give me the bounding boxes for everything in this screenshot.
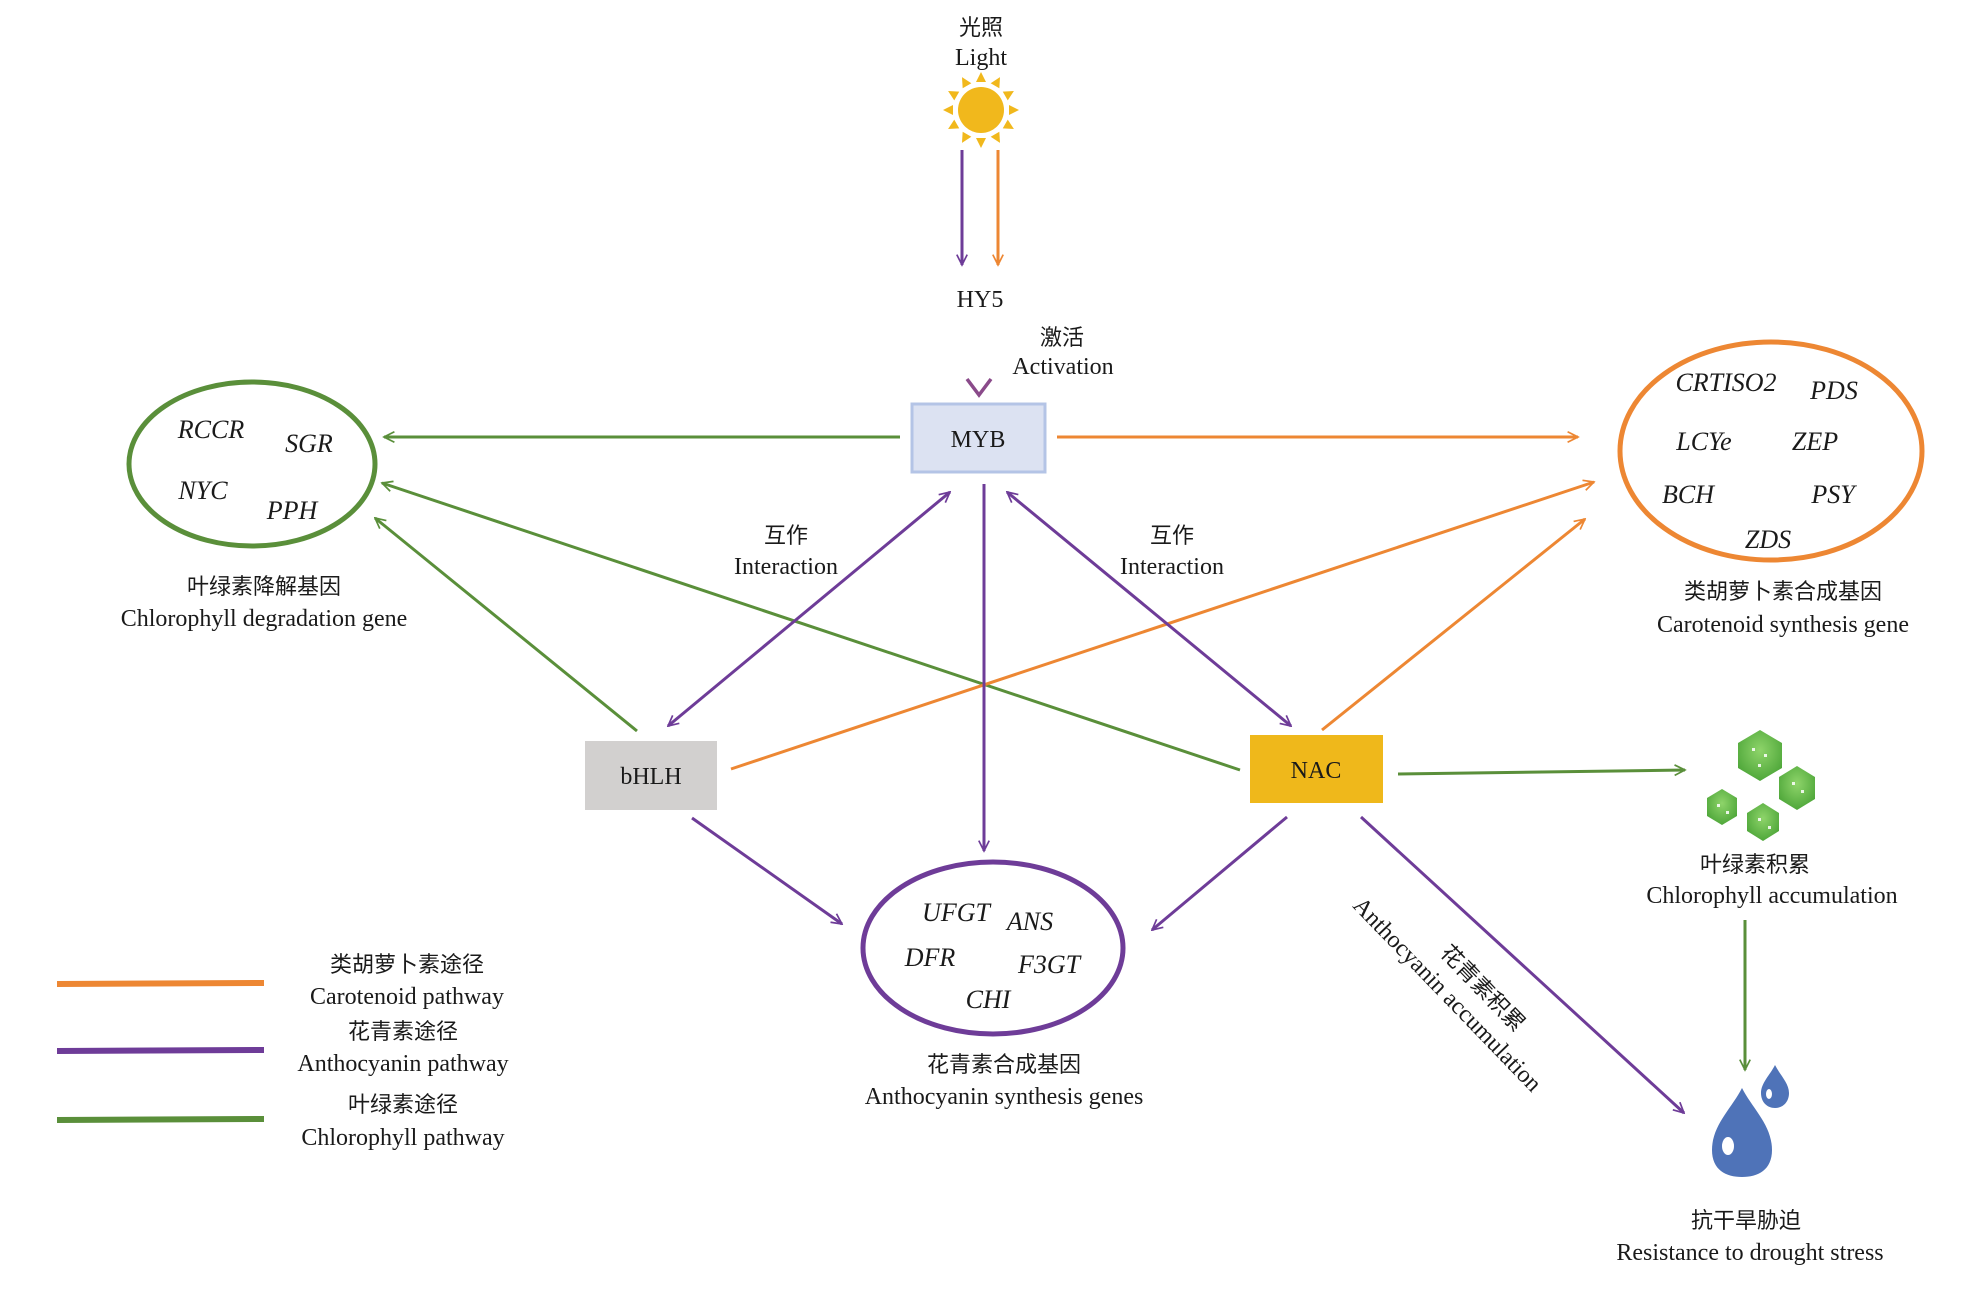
gene-lcye: LCYe: [1675, 427, 1731, 456]
sun-ray: [976, 138, 986, 148]
interaction-left-cn: 互作: [764, 524, 808, 549]
gene-ans: ANS: [1005, 907, 1053, 936]
legend-carotenoid-en: Carotenoid pathway: [310, 984, 504, 1010]
interaction-left-en: Interaction: [734, 554, 838, 580]
sun-ray: [962, 131, 972, 143]
sun-ray: [948, 119, 960, 129]
sun-ray: [1002, 91, 1014, 101]
drought-en: Resistance to drought stress: [1616, 1240, 1883, 1266]
activation-label-cn: 激活: [1040, 326, 1084, 351]
legend-swatch-carotenoid: [56, 980, 265, 987]
activation-arrowhead: [965, 377, 993, 398]
sun-icon: [943, 72, 1019, 148]
carotenoid-synthesis-ellipse: [1617, 339, 1925, 563]
gene-crtiso2: CRTISO2: [1675, 368, 1776, 397]
myb-label: MYB: [951, 427, 1006, 453]
hy5-label: HY5: [957, 287, 1004, 313]
interaction-right-cn: 互作: [1150, 524, 1194, 549]
legend-chlorophyll-en: Chlorophyll pathway: [301, 1125, 504, 1151]
outcome-drought-resistance: 抗干旱胁迫 Resistance to drought stress: [1616, 1065, 1884, 1266]
gene-psy: PSY: [1810, 480, 1857, 509]
legend-item-carotenoid: 类胡萝卜素途径 Carotenoid pathway: [56, 953, 504, 1010]
edge-nac-carotenoid-synthesis: [1321, 519, 1585, 732]
gene-zds: ZDS: [1745, 525, 1791, 554]
gene-nyc: NYC: [177, 476, 228, 505]
legend-item-chlorophyll: 叶绿素途径 Chlorophyll pathway: [56, 1093, 505, 1151]
light-label-en: Light: [955, 45, 1007, 71]
edge-nac-drought: [1359, 815, 1684, 1113]
gene-pph: PPH: [266, 496, 319, 525]
sun-ray: [962, 77, 972, 89]
light-label-cn: 光照: [959, 16, 1003, 41]
legend-swatch-anthocyanin: [56, 1047, 265, 1054]
gene-set-carotenoid-synthesis: CRTISO2 PDS LCYe ZEP BCH PSY ZDS 类胡萝卜素合成…: [1617, 339, 1925, 638]
gene-set-anthocyanin-synthesis: UFGT ANS DFR F3GT CHI 花青素合成基因 Anthocyani…: [860, 859, 1144, 1110]
anthocyanin-synthesis-label-en: Anthocyanin synthesis genes: [865, 1084, 1144, 1110]
node-nac[interactable]: NAC: [1250, 735, 1383, 803]
node-myb[interactable]: MYB: [910, 402, 1047, 474]
sun-ray: [1002, 119, 1014, 129]
carotenoid-synthesis-label-en: Carotenoid synthesis gene: [1657, 612, 1909, 638]
chlorophyll-degradation-label-cn: 叶绿素降解基因: [187, 575, 341, 600]
gene-chi: CHI: [966, 985, 1012, 1014]
edge-nac-chlorophyll-accumulation: [1397, 770, 1685, 774]
gene-f3gt: F3GT: [1017, 950, 1082, 979]
activation-label-en: Activation: [1012, 354, 1113, 380]
gene-zep: ZEP: [1792, 427, 1838, 456]
legend: 类胡萝卜素途径 Carotenoid pathway 花青素途径 Anthocy…: [56, 953, 509, 1151]
legend-anthocyanin-cn: 花青素途径: [348, 1020, 458, 1045]
legend-item-anthocyanin: 花青素途径 Anthocyanin pathway: [56, 1020, 509, 1077]
legend-chlorophyll-cn: 叶绿素途径: [348, 1093, 458, 1118]
sun-ray: [990, 77, 1000, 89]
interaction-right-en: Interaction: [1120, 554, 1224, 580]
gene-dfr: DFR: [904, 943, 956, 972]
bhlh-label: bHLH: [620, 764, 681, 790]
edge-bhlh-anthocyanin-synthesis: [691, 816, 842, 926]
light-source: 光照 Light: [943, 16, 1019, 148]
chlorophyll-accumulation-en: Chlorophyll accumulation: [1646, 883, 1897, 909]
edge-myb-nac-interaction: [1007, 492, 1291, 726]
sun-ray: [976, 72, 986, 82]
gene-rccr: RCCR: [177, 415, 245, 444]
anthocyanin-accumulation-en: Anthocyanin accumulation: [1348, 893, 1547, 1098]
sun-ray: [1009, 105, 1019, 115]
legend-carotenoid-cn: 类胡萝卜素途径: [330, 953, 484, 978]
sun-ray: [990, 131, 1000, 143]
node-bhlh[interactable]: bHLH: [585, 741, 717, 810]
edge-myb-bhlh-interaction: [668, 492, 950, 726]
water-drop-icon: [1712, 1065, 1789, 1177]
chlorophyll-accumulation-cn: 叶绿素积累: [1700, 853, 1810, 878]
drought-cn: 抗干旱胁迫: [1691, 1209, 1801, 1234]
gene-ufgt: UFGT: [922, 898, 991, 927]
sun-ray: [943, 105, 953, 115]
chlorophyll-degradation-ellipse: [126, 379, 378, 549]
edge-bhlh-chlorophyll-degradation: [375, 518, 638, 733]
legend-anthocyanin-en: Anthocyanin pathway: [297, 1051, 508, 1077]
gene-bch: BCH: [1662, 480, 1715, 509]
anthocyanin-synthesis-ellipse: [860, 859, 1126, 1037]
carotenoid-synthesis-label-cn: 类胡萝卜素合成基因: [1684, 580, 1882, 605]
legend-swatch-chlorophyll: [56, 1116, 265, 1123]
gene-sgr: SGR: [285, 429, 333, 458]
gene-set-chlorophyll-degradation: RCCR SGR NYC PPH 叶绿素降解基因 Chlorophyll deg…: [121, 379, 408, 632]
chlorophyll-crystal-icon: [1707, 730, 1815, 841]
sun-ray: [948, 91, 960, 101]
anthocyanin-synthesis-label-cn: 花青素合成基因: [927, 1053, 1081, 1078]
edge-nac-anthocyanin-synthesis: [1152, 815, 1288, 930]
chlorophyll-degradation-label-en: Chlorophyll degradation gene: [121, 606, 408, 632]
gene-pds: PDS: [1809, 376, 1858, 405]
outcome-chlorophyll-accumulation: 叶绿素积累 Chlorophyll accumulation: [1646, 730, 1898, 909]
nac-label: NAC: [1291, 758, 1342, 784]
